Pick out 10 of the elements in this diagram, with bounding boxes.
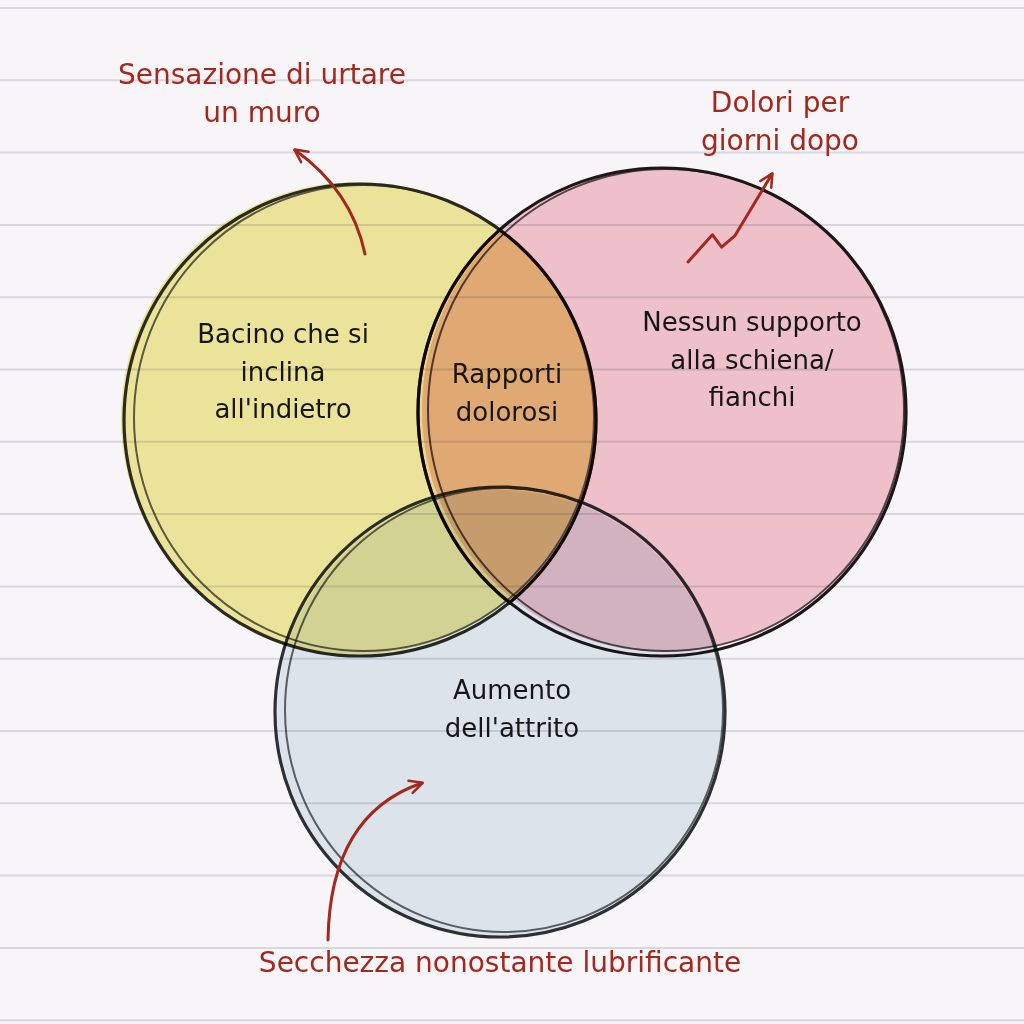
circle-label: Nessun supporto alla schiena/ fianchi (641, 306, 863, 415)
annotation-text: Secchezza nonostante lubrificante (140, 944, 860, 982)
circle-label: Bacino che si inclina all'indietro (196, 318, 370, 427)
curved-arrow (686, 172, 774, 264)
annotation-text: Sensazione di urtare un muro (107, 56, 417, 132)
curved-arrow (293, 148, 367, 256)
overlap-label: Rapporti dolorosi (450, 358, 564, 429)
curved-arrow (326, 780, 424, 942)
circle-label: Aumento dell'attrito (443, 674, 581, 745)
annotation-text: Dolori per giorni dopo (690, 84, 870, 160)
